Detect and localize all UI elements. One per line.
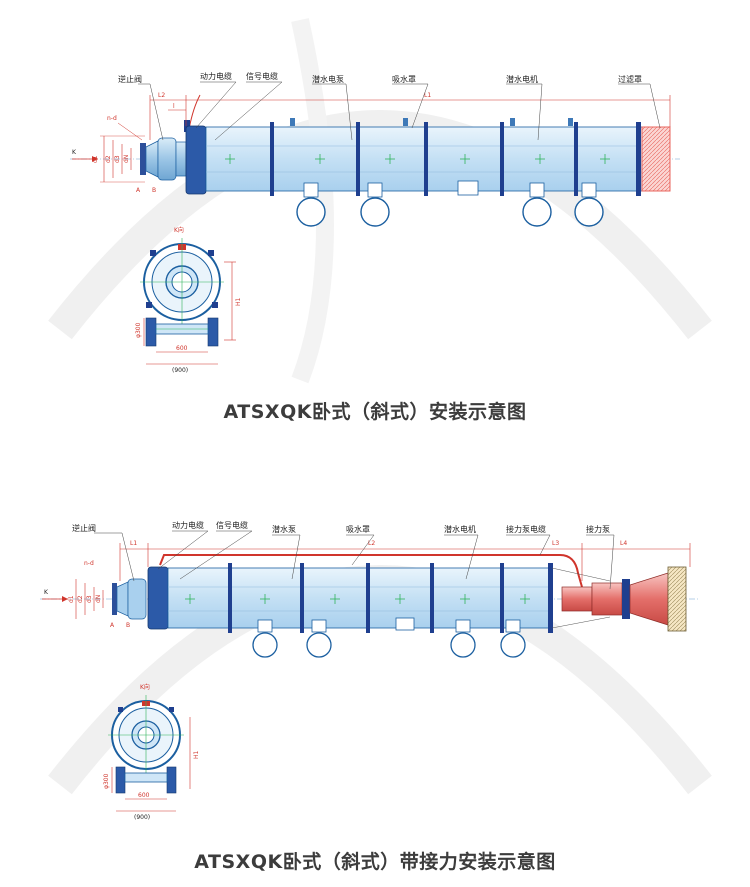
diagram-1-caption: ATSXQK卧式（斜式）安装示意图 — [223, 401, 527, 423]
diagram-1: K d1 d2 d3 dN n-d A B — [0, 0, 750, 440]
a-label: A — [136, 187, 141, 194]
diameter-dims: d1 d2 d3 dN — [68, 579, 104, 619]
body-flanges — [228, 563, 553, 633]
k-view-label: K向 — [140, 683, 150, 691]
l1-label: L1 — [130, 540, 137, 547]
l1-label: L1 — [424, 92, 431, 99]
k-arrow-head — [92, 156, 98, 162]
filter-cover-label: 过滤罩 — [618, 74, 642, 84]
k-arrow-head — [62, 596, 68, 602]
length-dims — [119, 543, 691, 581]
diagram-1-drawing: K d1 d2 d3 dN n-d A B — [48, 18, 712, 384]
body-flanges — [270, 122, 641, 196]
d1-label: d1 — [68, 595, 75, 603]
supports — [296, 180, 604, 227]
l2-label: L2 — [158, 92, 165, 99]
k-label: K — [44, 589, 49, 596]
k-view-dims — [111, 717, 191, 812]
k-view-drawing — [108, 695, 184, 794]
diameter-dims: d1 d2 d3 dN — [92, 135, 145, 183]
pump-label: 潜水泵 — [272, 524, 296, 534]
l2-label: L2 — [368, 540, 375, 547]
power-cable-label: 动力电缆 — [200, 71, 232, 81]
background-arc — [48, 110, 712, 340]
length-dims — [149, 95, 671, 140]
suction-cover-label: 吸水罩 — [346, 524, 370, 534]
center-marks — [185, 594, 530, 604]
pump-label: 潜水电泵 — [312, 74, 344, 84]
w900-label: (900) — [134, 814, 150, 821]
check-valve — [112, 578, 147, 620]
top-bolts — [290, 118, 573, 126]
supports — [252, 617, 526, 658]
phi-label: φ300 — [103, 773, 110, 789]
k-view-dims — [143, 261, 236, 365]
b-label: B — [152, 187, 156, 194]
dn-label: dN — [123, 155, 130, 163]
pump-motor-body — [167, 567, 553, 629]
d2-label: d2 — [105, 155, 112, 163]
diagram-2-caption: ATSXQK卧式（斜式）带接力安装示意图 — [194, 851, 556, 873]
w900-label: (900) — [172, 367, 188, 374]
signal-cable-label: 信号电缆 — [246, 71, 278, 81]
l3-label: L3 — [552, 540, 559, 547]
h1-label: H1 — [193, 750, 200, 759]
check-valve-label: 逆止阀 — [118, 74, 142, 84]
phi-label: φ300 — [135, 322, 142, 338]
w600-label: 600 — [138, 792, 150, 799]
cable-gland — [184, 120, 190, 132]
background-arc — [291, 18, 334, 384]
d3-label: d3 — [86, 595, 93, 603]
check-valve — [140, 137, 187, 181]
relay-pump — [561, 566, 687, 632]
a-label: A — [110, 622, 115, 629]
nd-label: n-d — [107, 115, 117, 122]
nd-label: n-d — [84, 560, 94, 567]
d3-label: d3 — [114, 155, 121, 163]
center-marks — [225, 154, 610, 164]
motor-label: 潜水电机 — [444, 524, 476, 534]
nd-leader — [117, 122, 143, 141]
diagram-2: K d1 d2 d3 dN n-d A B — [0, 455, 750, 887]
check-valve-label: 逆止阀 — [72, 523, 96, 533]
motor-label: 潜水电机 — [506, 74, 538, 84]
pump-head-flange — [147, 566, 169, 630]
filter-cover — [641, 126, 671, 192]
power-cable-label: 动力电缆 — [172, 520, 204, 530]
relay-links — [551, 567, 611, 629]
w600-label: 600 — [176, 345, 188, 352]
dn-label: dN — [95, 595, 102, 603]
k-view-label: K向 — [174, 226, 184, 234]
relay-pump-label: 接力泵 — [586, 524, 610, 534]
pump-head-flange — [185, 125, 207, 195]
diagram-2-drawing: K d1 d2 d3 dN n-d A B — [40, 520, 712, 821]
l4-label: L4 — [620, 540, 627, 547]
k-view-drawing — [140, 238, 224, 347]
d2-label: d2 — [77, 595, 84, 603]
callout-leaders — [94, 530, 615, 590]
suction-cover-label: 吸水罩 — [392, 74, 416, 84]
d1-label: d1 — [92, 155, 99, 163]
k-label: K — [72, 149, 77, 156]
relay-cable-label: 接力泵电缆 — [506, 524, 546, 534]
b-label: B — [126, 622, 130, 629]
h1-label: H1 — [235, 297, 242, 306]
relay-cable — [159, 554, 583, 588]
callout-leaders — [138, 81, 661, 141]
l-label: l — [173, 103, 175, 110]
signal-cable-label: 信号电缆 — [216, 520, 248, 530]
